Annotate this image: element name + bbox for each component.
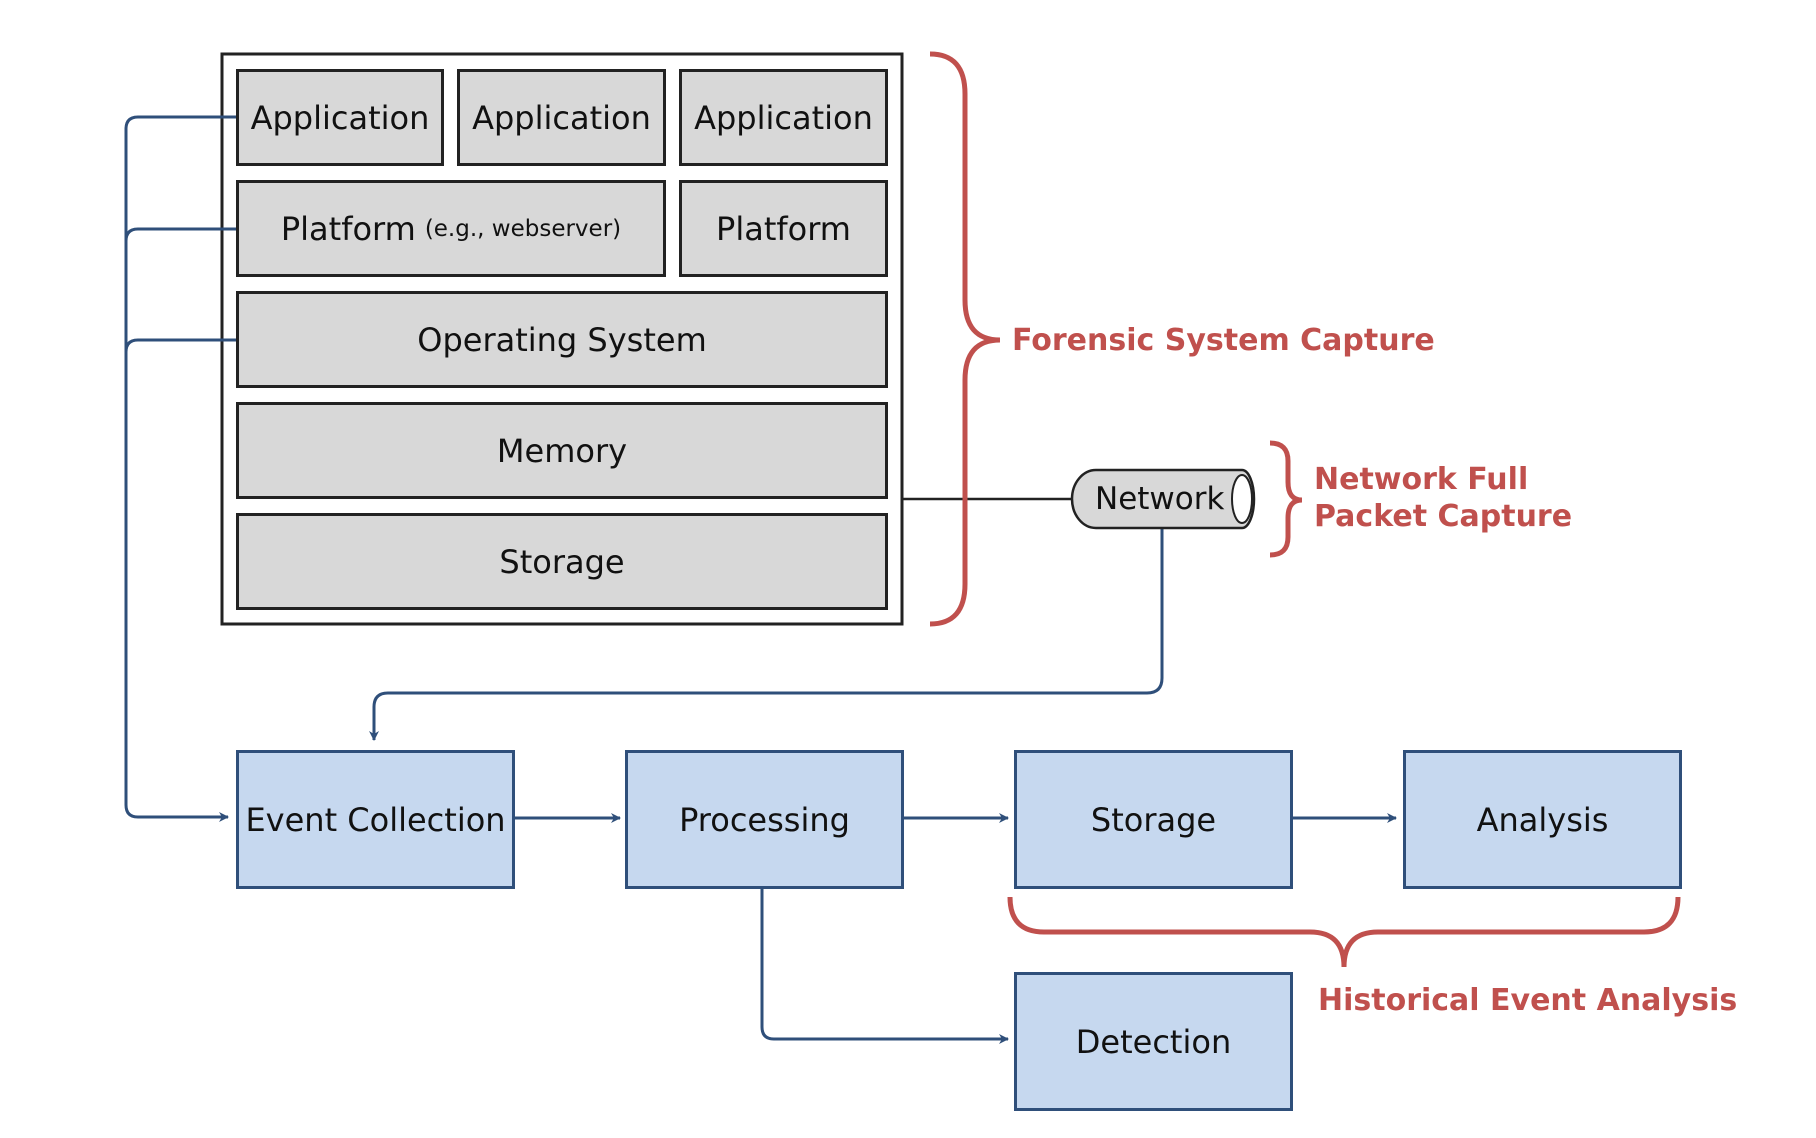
network-pipe — [1070, 468, 1256, 530]
network-capture-label-line2: Packet Capture — [1314, 499, 1573, 534]
operating-system-box: Operating System — [236, 291, 888, 388]
memory-box: Memory — [236, 402, 888, 499]
network-label: Network — [1095, 481, 1225, 517]
event-collection-label: Event Collection — [245, 800, 506, 839]
storage-layer-box: Storage — [236, 513, 888, 610]
platform-secondary-box: Platform — [679, 180, 888, 277]
platform-secondary-label: Platform — [716, 209, 851, 248]
feed-line-layers — [124, 115, 236, 822]
application-label-3: Application — [694, 98, 873, 137]
storage-label: Storage — [1090, 800, 1217, 839]
historical-analysis-label: Historical Event Analysis — [1318, 983, 1738, 1018]
application-box-1: Application — [236, 69, 444, 166]
platform-main-box: Platform (e.g., webserver) — [236, 180, 666, 277]
application-label-2: Application — [472, 98, 651, 137]
application-label-1: Application — [250, 98, 430, 137]
feed-line-platform — [124, 227, 236, 242]
arrow-processing-detection — [760, 886, 1009, 1044]
historical-brace — [1007, 896, 1681, 968]
platform-main-label: Platform — [280, 209, 416, 248]
processing-label: Processing — [679, 800, 850, 839]
network-pipe-end — [1231, 474, 1253, 524]
application-box-3: Application — [679, 69, 888, 166]
detection-label: Detection — [1075, 1022, 1232, 1061]
forensic-brace — [929, 51, 1001, 627]
analysis-label: Analysis — [1476, 800, 1609, 839]
platform-main-note: (e.g., webserver) — [424, 215, 622, 242]
application-box-2: Application — [457, 69, 666, 166]
memory-label: Memory — [496, 431, 628, 470]
operating-system-label: Operating System — [417, 320, 707, 359]
event-collection-box: Event Collection — [236, 750, 515, 889]
network-capture-brace — [1269, 440, 1303, 558]
network-to-collection-arrow — [369, 527, 1164, 741]
processing-box: Processing — [625, 750, 904, 889]
storage-box: Storage — [1014, 750, 1293, 889]
feed-line-os — [124, 338, 236, 353]
analysis-box: Analysis — [1403, 750, 1682, 889]
detection-box: Detection — [1014, 972, 1293, 1111]
storage-layer-label: Storage — [499, 542, 625, 581]
forensic-capture-label: Forensic System Capture — [1012, 323, 1435, 358]
network-capture-label-line1: Network Full — [1314, 462, 1529, 497]
